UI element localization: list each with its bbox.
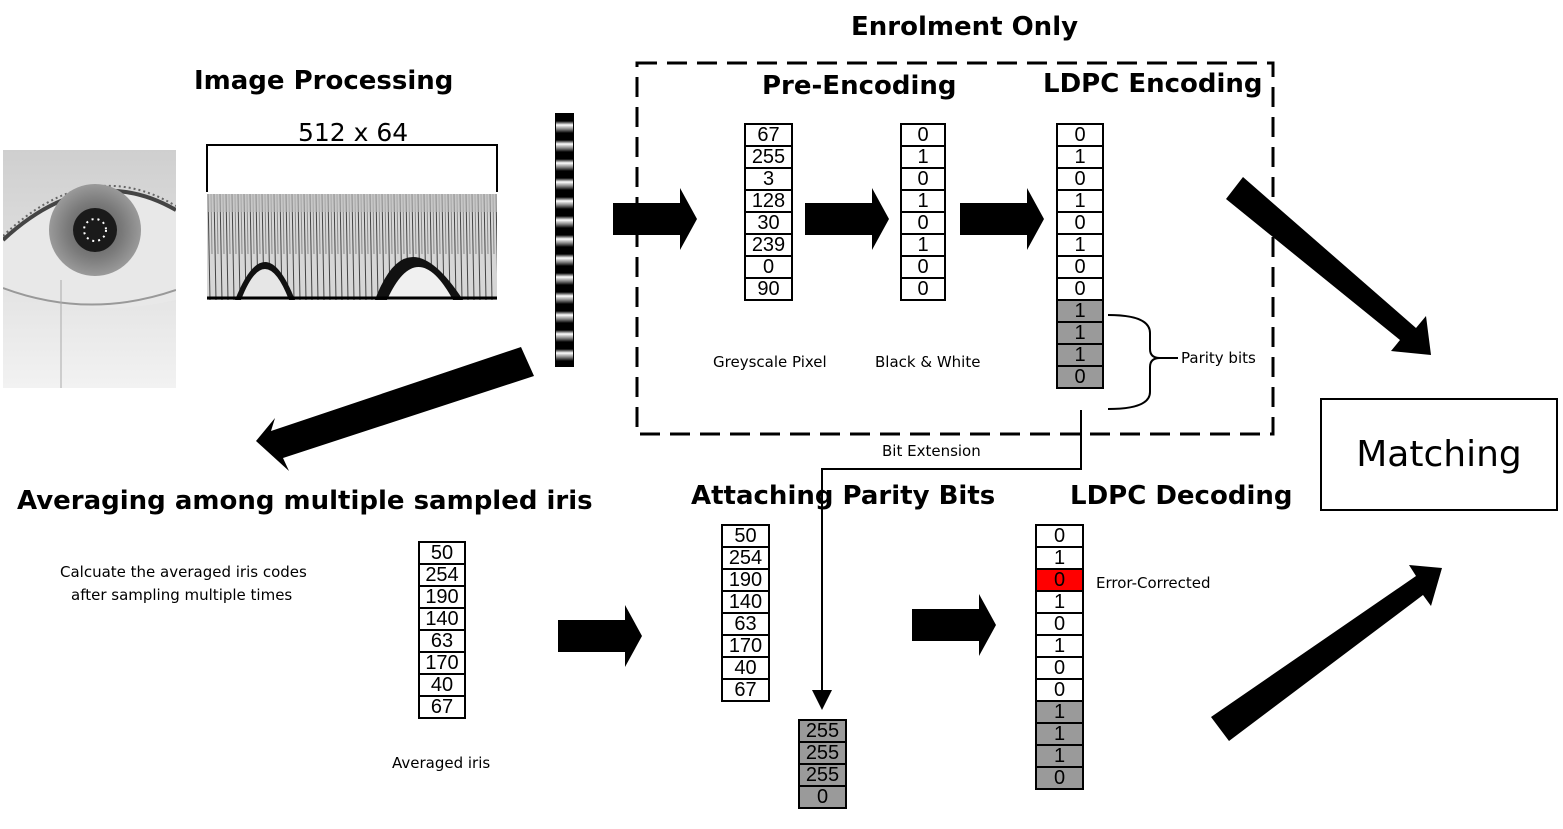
- parity-cell: 255: [798, 719, 847, 743]
- column-cell: 1: [900, 189, 946, 213]
- error-corrected-cell: 0: [1035, 568, 1084, 592]
- column-cell: 90: [744, 277, 793, 301]
- column-cell: 0: [1035, 656, 1084, 680]
- parity-cell: 0: [1056, 365, 1104, 389]
- parity-bits-label: Parity bits: [1181, 349, 1256, 367]
- bit-extension-connector: [812, 410, 1082, 710]
- averaged-iris-label: Averaged iris: [392, 754, 491, 772]
- column-cell: 140: [721, 590, 770, 614]
- column-cell: 128: [744, 189, 793, 213]
- column-cell: 40: [418, 673, 466, 697]
- column-cell: 67: [418, 695, 466, 719]
- column-cell: 190: [418, 585, 466, 609]
- column-cell: 0: [900, 211, 946, 235]
- enrolment-only-title: Enrolment Only: [851, 12, 1079, 42]
- bit-extension-label: Bit Extension: [882, 442, 981, 460]
- greyscale-column: 67 255 3 128 30 239 0 90: [744, 123, 793, 301]
- image-processing-title: Image Processing: [194, 66, 454, 96]
- parity-cell: 1: [1035, 700, 1084, 724]
- column-cell: 1: [900, 145, 946, 169]
- column-cell: 40: [721, 656, 770, 680]
- column-cell: 1: [1035, 546, 1084, 570]
- iris-code-strip: [555, 113, 574, 367]
- column-cell: 67: [721, 678, 770, 702]
- attaching-parity-title: Attaching Parity Bits: [691, 481, 996, 511]
- dimensions-label: 512 x 64: [298, 118, 409, 147]
- parity-cell: 1: [1056, 299, 1104, 323]
- ldpc-encoded-column: 0 1 0 1 0 1 0 0 1 1 1 0: [1056, 123, 1104, 389]
- pre-encoding-title: Pre-Encoding: [762, 71, 957, 101]
- block-arrow-to-ldpc-encoding: [960, 188, 1044, 250]
- ldpc-decoding-title: LDPC Decoding: [1070, 481, 1293, 511]
- block-arrow-to-black-white: [805, 188, 889, 250]
- greyscale-pixel-label: Greyscale Pixel: [713, 353, 827, 371]
- enrolment-only-box: [635, 61, 1275, 436]
- dimension-bracket: [206, 144, 498, 192]
- averaging-desc-line1: Calcuate the averaged iris codes: [60, 563, 307, 581]
- block-arrow-to-ldpc-decoding: [912, 594, 996, 656]
- averaged-column: 50 254 190 140 63 170 40 67: [418, 541, 466, 719]
- black-white-label: Black & White: [875, 353, 981, 371]
- ldpc-encoding-title: LDPC Encoding: [1043, 69, 1263, 99]
- matching-box: Matching: [1320, 398, 1558, 511]
- block-arrow-to-attaching: [558, 605, 642, 667]
- column-cell: 50: [721, 524, 770, 548]
- block-arrow-to-averaging: [256, 347, 534, 471]
- column-cell: 0: [1056, 277, 1104, 301]
- parity-cell: 255: [798, 763, 847, 787]
- parity-bits-brace: [1107, 314, 1178, 410]
- block-arrow-enrolment-to-matching: [1226, 177, 1431, 355]
- column-cell: 67: [744, 123, 793, 147]
- parity-cell: 1: [1035, 722, 1084, 746]
- parity-extended-column: 255 255 255 0: [798, 719, 847, 809]
- attached-column: 50 254 190 140 63 170 40 67: [721, 524, 770, 702]
- parity-cell: 0: [1035, 766, 1084, 790]
- averaging-desc-line2: after sampling multiple times: [71, 586, 293, 604]
- block-arrow-to-pre-encoding: [613, 188, 697, 250]
- parity-cell: 0: [798, 785, 847, 809]
- column-cell: 254: [418, 563, 466, 587]
- black-white-column: 0 1 0 1 0 1 0 0: [900, 123, 946, 301]
- unwrapped-iris-image: [207, 194, 497, 300]
- block-arrow-decoding-to-matching: [1211, 565, 1442, 741]
- averaging-title: Averaging among multiple sampled iris: [17, 486, 593, 516]
- error-corrected-label: Error-Corrected: [1096, 574, 1211, 592]
- column-cell: 190: [721, 568, 770, 592]
- matching-label: Matching: [1356, 434, 1522, 475]
- column-cell: 50: [418, 541, 466, 565]
- eye-image: [3, 150, 176, 388]
- ldpc-decoded-column: 0 1 0 1 0 1 0 0 1 1 1 0: [1035, 524, 1084, 790]
- column-cell: 0: [900, 277, 946, 301]
- parity-cell: 255: [798, 741, 847, 765]
